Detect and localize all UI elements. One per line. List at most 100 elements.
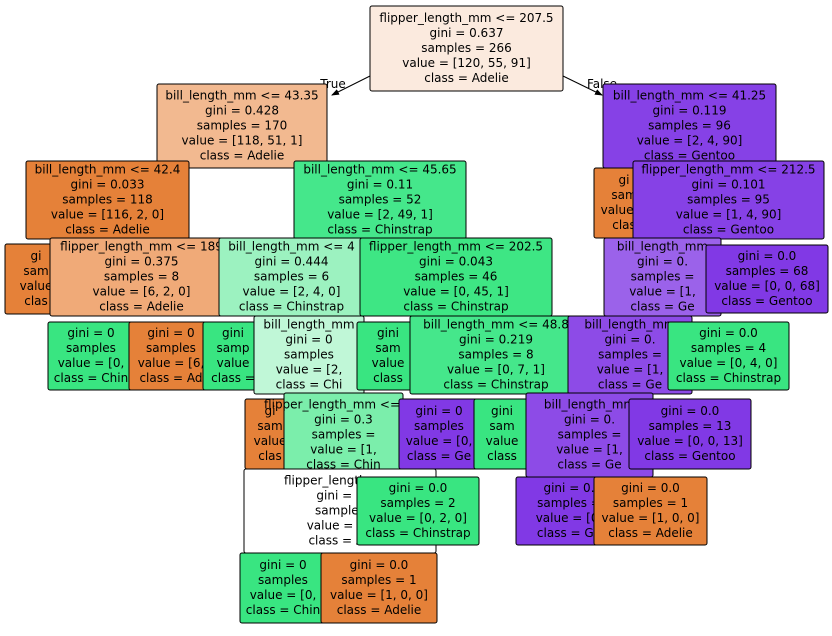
tree-node-line: value xyxy=(486,434,519,448)
tree-node-line: bill_length_mm <= 43.35 xyxy=(165,89,318,103)
tree-node-line: sam xyxy=(489,419,514,433)
tree-node-line: gini = 0.637 xyxy=(430,26,504,40)
tree-node-line: class = Gentoo xyxy=(721,294,812,308)
tree-node-line: gini = 0. xyxy=(543,481,594,495)
tree-node-line: gi xyxy=(619,173,630,187)
tree-node-box xyxy=(156,83,328,169)
tree-node-line: value = [0, xyxy=(406,434,473,448)
tree-node-line: class = Chin xyxy=(306,458,380,472)
tree-node-line: flipper_length_mm <= 202.5 xyxy=(369,240,543,254)
tree-node-line: gini = 0.033 xyxy=(71,178,145,192)
tree-node-line: samples = xyxy=(598,348,662,362)
tree-node-line: flipper_length_mm <= 189 xyxy=(60,240,223,254)
tree-node-line: gini = 0 xyxy=(259,558,306,572)
tree-node-line: class xyxy=(373,371,403,385)
tree-node-line: class xyxy=(487,449,517,463)
tree-node-line: samples = 68 xyxy=(726,264,809,278)
tree-node-line: value = [1, 4, 90] xyxy=(676,208,782,222)
tree-node-line: value = [6, 2, 0] xyxy=(93,285,191,299)
tree-node-line: class = Gentoo xyxy=(644,449,735,463)
tree-node-line: bill_length_mm xyxy=(584,318,675,332)
tree-node-line: gini = 0.11 xyxy=(347,178,413,192)
tree-node-line: value = [0, 2, 0] xyxy=(369,511,467,525)
tree-node-line: gini = 0.0 xyxy=(389,481,448,495)
tree-node-line: value xyxy=(254,434,287,448)
tree-node-box xyxy=(667,321,790,391)
tree-node-line: class = Ge xyxy=(630,300,694,314)
tree-node-line: samples = xyxy=(537,496,601,510)
tree-node-line: value = [0, 45, 1] xyxy=(403,285,509,299)
tree-node-line: bill_length_mm <= 41.25 xyxy=(613,89,766,103)
tree-node-line: value = [1, xyxy=(629,285,696,299)
tree-node-line: class = Chin xyxy=(54,371,128,385)
tree-node-line: sam xyxy=(257,419,282,433)
tree-node-line: value = [2, 49, 1] xyxy=(327,208,433,222)
tree-node-line: samp xyxy=(217,341,250,355)
tree-node-line: value = [2, xyxy=(276,363,343,377)
tree-node-line: gini = 0.375 xyxy=(105,255,179,269)
tree-node-line: gini = 0. xyxy=(637,255,688,269)
tree-node-line: samples = 52 xyxy=(339,193,422,207)
tree-node-line: samples = 266 xyxy=(421,41,511,55)
tree-node-line: bill_length_mm <= 42.4 xyxy=(35,163,181,177)
tree-node-box xyxy=(705,244,829,314)
tree-node-line: samples xyxy=(414,419,464,433)
tree-node-line: samples = 8 xyxy=(458,348,533,362)
tree-node-line: samples = xyxy=(631,270,695,284)
tree-node-line: gini = 0. xyxy=(564,413,615,427)
tree-node-line: gini = 0.119 xyxy=(653,104,727,118)
tree-node-line: class = Adelie xyxy=(424,71,509,85)
tree-node-line: value = [120, 55, 91] xyxy=(402,56,531,70)
tree-node-line: gi xyxy=(265,404,276,418)
tree-node-line: value = [116, 2, 0] xyxy=(51,208,164,222)
tree-node-line: clas xyxy=(24,294,48,308)
tree-node-line: clas xyxy=(612,218,636,232)
tree-node-line: samples = 95 xyxy=(687,193,770,207)
tree-node-line: samples = 13 xyxy=(649,419,732,433)
tree-node-line: samples = 8 xyxy=(104,270,179,284)
tree-node-line: gini = 0. xyxy=(604,333,655,347)
tree-node-line: flipper_length_mm <= 207.5 xyxy=(379,11,553,25)
tree-node-line: samples = 2 xyxy=(380,496,455,510)
tree-node-line: value = [0, xyxy=(58,356,125,370)
tree-node-line: bill_length_mm xyxy=(263,318,354,332)
tree-node-line: class = Chi xyxy=(276,378,343,392)
tree-node-line: gini = 0.0 xyxy=(621,481,680,495)
edge-false xyxy=(562,75,603,96)
tree-node-box xyxy=(593,476,708,546)
tree-node-line: gini = 0.444 xyxy=(255,255,329,269)
tree-node-line: gini xyxy=(377,326,399,340)
tree-node-line: sam xyxy=(611,188,636,202)
tree-node-line: gini = 0.3 xyxy=(314,413,373,427)
tree-node-line: samples xyxy=(258,573,308,587)
tree-node-line: gini = 0 xyxy=(147,326,194,340)
tree-node-line: flipper_length_mm <= 0.3 xyxy=(264,398,423,412)
tree-node-line: value = [1, 0, 0] xyxy=(602,511,700,525)
tree-node-line: samples = 96 xyxy=(648,119,731,133)
tree-node-line: value = [1, xyxy=(310,443,377,457)
tree-node-line: class = Ge xyxy=(537,526,601,540)
tree-node-line: gini xyxy=(491,404,513,418)
tree-node-line: class = Adelie xyxy=(608,526,693,540)
tree-node-line: class = Chinstrap xyxy=(365,526,470,540)
tree-node-line: class = Chin xyxy=(246,603,320,617)
tree-node-line: bill_length_mm xyxy=(617,240,708,254)
tree-node-line: class = Chinstrap xyxy=(327,223,432,237)
tree-node-line: samples = 46 xyxy=(415,270,498,284)
tree-node-line: class = Ad xyxy=(308,534,371,548)
tree-node-line: gini = 0.0 xyxy=(738,249,797,263)
tree-node-box xyxy=(628,398,752,470)
tree-node-line: gini = 0 xyxy=(67,326,114,340)
